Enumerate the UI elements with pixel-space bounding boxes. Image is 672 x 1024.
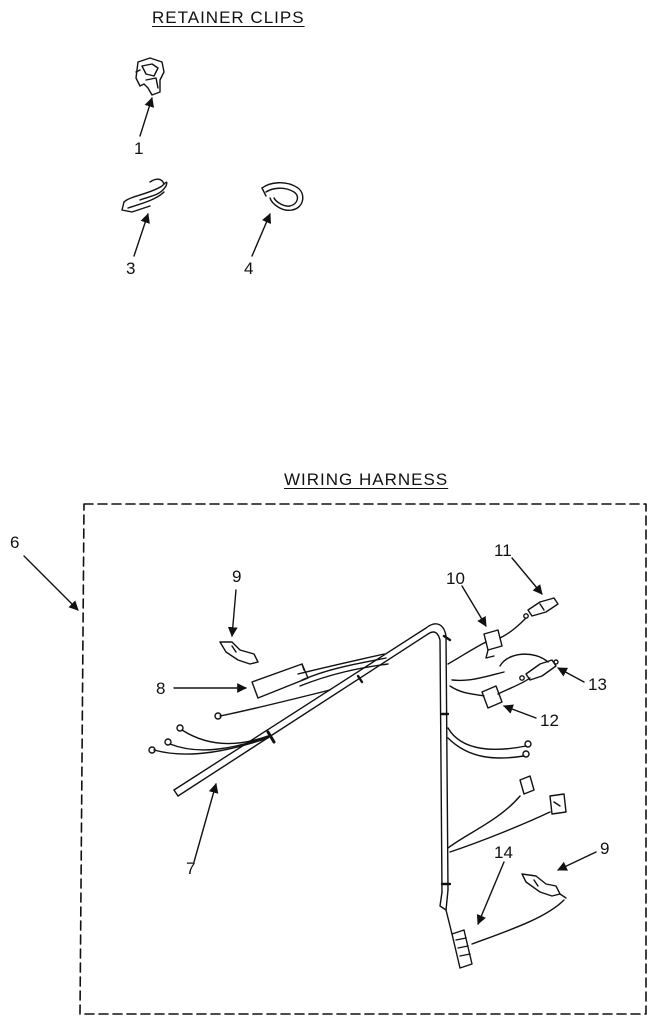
callout-6: 6 <box>10 533 20 552</box>
callout-4: 4 <box>244 259 254 278</box>
part-14-plug <box>445 899 565 969</box>
leader-4 <box>251 213 272 257</box>
callout-9-bottom: 9 <box>600 839 610 858</box>
leader-1 <box>139 97 155 137</box>
right-wire-leads <box>447 727 567 853</box>
callout-7: 7 <box>186 859 196 878</box>
terminal-9-bottom <box>521 873 567 899</box>
callout-13: 13 <box>588 675 607 694</box>
callout-10: 10 <box>446 569 465 588</box>
leader-7 <box>193 783 219 863</box>
callout-1: 1 <box>134 139 144 158</box>
retainer-clip-4 <box>261 182 304 212</box>
harness-main-trunk <box>173 623 452 911</box>
leader-6 <box>23 555 79 611</box>
leader-10 <box>461 585 487 627</box>
connector-12 <box>449 671 531 709</box>
connector-8 <box>251 653 389 699</box>
connector-10 <box>447 617 527 665</box>
callout-9-top: 9 <box>232 567 242 586</box>
wiring-harness-title: WIRING HARNESS <box>284 470 449 489</box>
leader-9-top <box>227 589 238 637</box>
retainer-clips-title: RETAINER CLIPS <box>152 8 305 27</box>
callout-14: 14 <box>494 843 513 862</box>
retainer-clip-1 <box>135 57 165 96</box>
leader-9-bottom <box>557 851 597 871</box>
terminal-11 <box>523 597 559 619</box>
terminal-13 <box>499 653 559 681</box>
left-wire-leads <box>148 689 331 755</box>
terminal-9-top <box>219 641 259 665</box>
harness-dashed-border <box>79 503 647 1015</box>
callout-11: 11 <box>494 541 512 560</box>
leader-12 <box>503 704 537 719</box>
leader-3 <box>133 213 150 257</box>
callout-12: 12 <box>540 711 559 730</box>
leader-13 <box>557 667 585 683</box>
leader-14 <box>476 861 505 925</box>
callout-8: 8 <box>156 679 166 698</box>
callout-3: 3 <box>126 259 136 278</box>
retainer-clip-3 <box>121 178 168 213</box>
leader-11 <box>511 557 543 595</box>
